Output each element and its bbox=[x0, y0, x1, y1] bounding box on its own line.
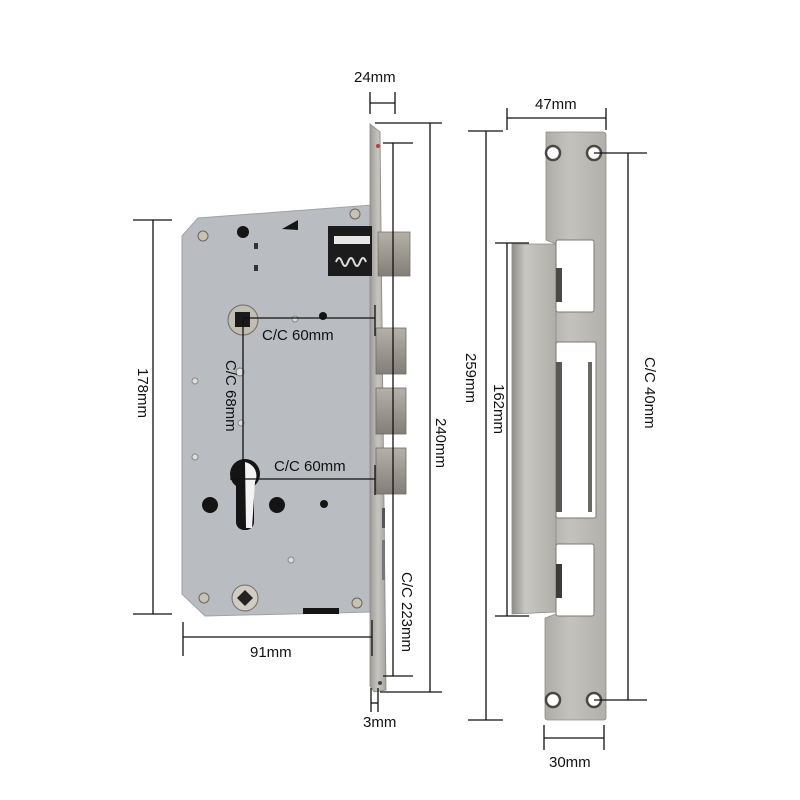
dim-screw-holes-cc: C/C 223mm bbox=[398, 572, 415, 653]
strike-plate bbox=[511, 131, 607, 721]
dim-strike-bottom-width: 30mm bbox=[549, 754, 591, 771]
triangle-notch-icon bbox=[282, 220, 298, 230]
dim-case-height: 178mm bbox=[134, 368, 151, 419]
dim-strike-screw-cc: C/C 40mm bbox=[641, 357, 658, 429]
dim-case-width: 91mm bbox=[250, 644, 292, 661]
latch-spring-icon bbox=[335, 257, 367, 267]
screw-icon bbox=[198, 592, 210, 604]
screw-icon bbox=[351, 597, 363, 609]
latch-bolt bbox=[377, 231, 411, 277]
dimension-lines bbox=[133, 92, 647, 750]
hole-icon bbox=[237, 226, 249, 238]
deadbolt-2 bbox=[375, 387, 407, 435]
strike-screw-hole bbox=[544, 144, 562, 162]
deadbolt-1 bbox=[375, 327, 407, 375]
dim-faceplate-depth: 24mm bbox=[354, 69, 396, 86]
dim-strike-top-width: 47mm bbox=[535, 96, 577, 113]
latch-window bbox=[328, 226, 372, 276]
strike-lip bbox=[511, 243, 557, 615]
strike-screw-hole bbox=[544, 691, 562, 709]
screw-icon bbox=[349, 208, 361, 220]
screw-icon bbox=[197, 230, 209, 242]
lock-body bbox=[181, 123, 411, 693]
dim-strike-length: 259mm bbox=[462, 353, 479, 404]
deadbolt-3 bbox=[375, 447, 407, 495]
dim-cylinder-to-bolt: C/C 60mm bbox=[274, 458, 346, 475]
dim-faceplate-length: 240mm bbox=[432, 418, 449, 469]
dim-strike-lip-length: 162mm bbox=[490, 384, 507, 435]
dim-faceplate-thickness: 3mm bbox=[363, 714, 397, 731]
dim-spindle-to-cylinder: C/C 68mm bbox=[222, 360, 239, 432]
dim-spindle-to-bolt: C/C 60mm bbox=[262, 327, 334, 344]
